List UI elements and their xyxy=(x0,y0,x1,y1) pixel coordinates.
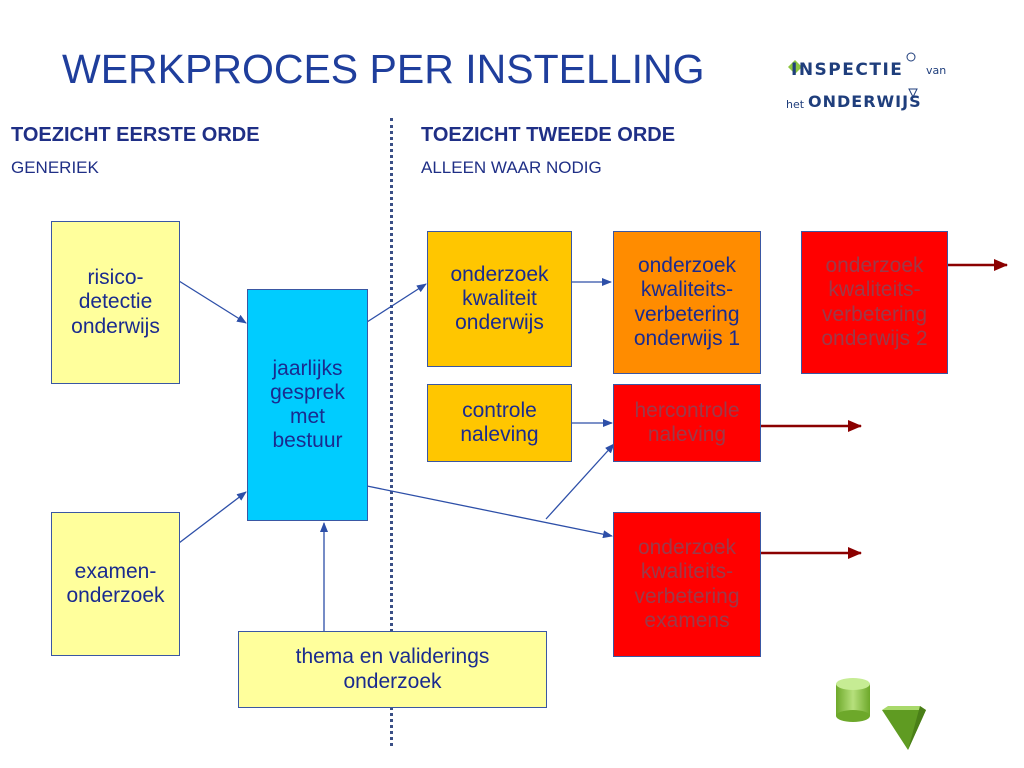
box-risicodetectie: risico- detectie onderwijs xyxy=(51,221,180,384)
logo-van: van xyxy=(926,64,947,77)
left-column-subheading: GENERIEK xyxy=(11,158,99,177)
right-column-heading: TOEZICHT TWEEDE ORDE xyxy=(421,124,676,146)
triangle-prism-icon xyxy=(882,706,926,750)
inspectie-logo: INSPECTIE van het ONDERWIJS xyxy=(786,52,948,114)
logo-het: het xyxy=(786,98,805,111)
box-thema-validering: thema en validerings onderzoek xyxy=(238,631,547,708)
box-jaarlijks-gesprek: jaarlijks gesprek met bestuur xyxy=(247,289,368,521)
box-controle-naleving: controle naleving xyxy=(427,384,572,462)
logo-line2: ONDERWIJS xyxy=(808,92,922,111)
arrow-to-hercontrole-diagonal xyxy=(545,443,615,520)
box-verbetering-examens: onderzoek kwaliteits- verbetering examen… xyxy=(613,512,761,657)
logo-diamond-icon xyxy=(788,60,802,74)
cylinder-icon xyxy=(836,678,870,722)
box-onderzoek-kwaliteit: onderzoek kwaliteit onderwijs xyxy=(427,231,572,367)
arrow-gesprek-to-kwaliteit xyxy=(366,283,427,323)
arrow-examen-to-gesprek xyxy=(178,491,247,544)
logo-line1: INSPECTIE xyxy=(791,60,904,80)
box-verbetering-onderwijs-1: onderzoek kwaliteits- verbetering onderw… xyxy=(613,231,761,374)
left-column-heading: TOEZICHT EERSTE ORDE xyxy=(11,124,260,146)
logo-circle-icon xyxy=(906,52,916,62)
page-title: WERKPROCES PER INSTELLING xyxy=(62,46,705,92)
box-verbetering-onderwijs-2: onderzoek kwaliteits- verbetering onderw… xyxy=(801,231,948,374)
arrow-risico-to-gesprek xyxy=(178,280,247,324)
logo-triangle-icon xyxy=(908,88,918,98)
right-column-subheading: ALLEEN WAAR NODIG xyxy=(421,158,602,177)
column-divider xyxy=(390,118,393,746)
box-hercontrole-naleving: hercontrole naleving xyxy=(613,384,761,462)
box-examenonderzoek: examen- onderzoek xyxy=(51,512,180,656)
arrow-gesprek-to-examens xyxy=(366,485,613,539)
